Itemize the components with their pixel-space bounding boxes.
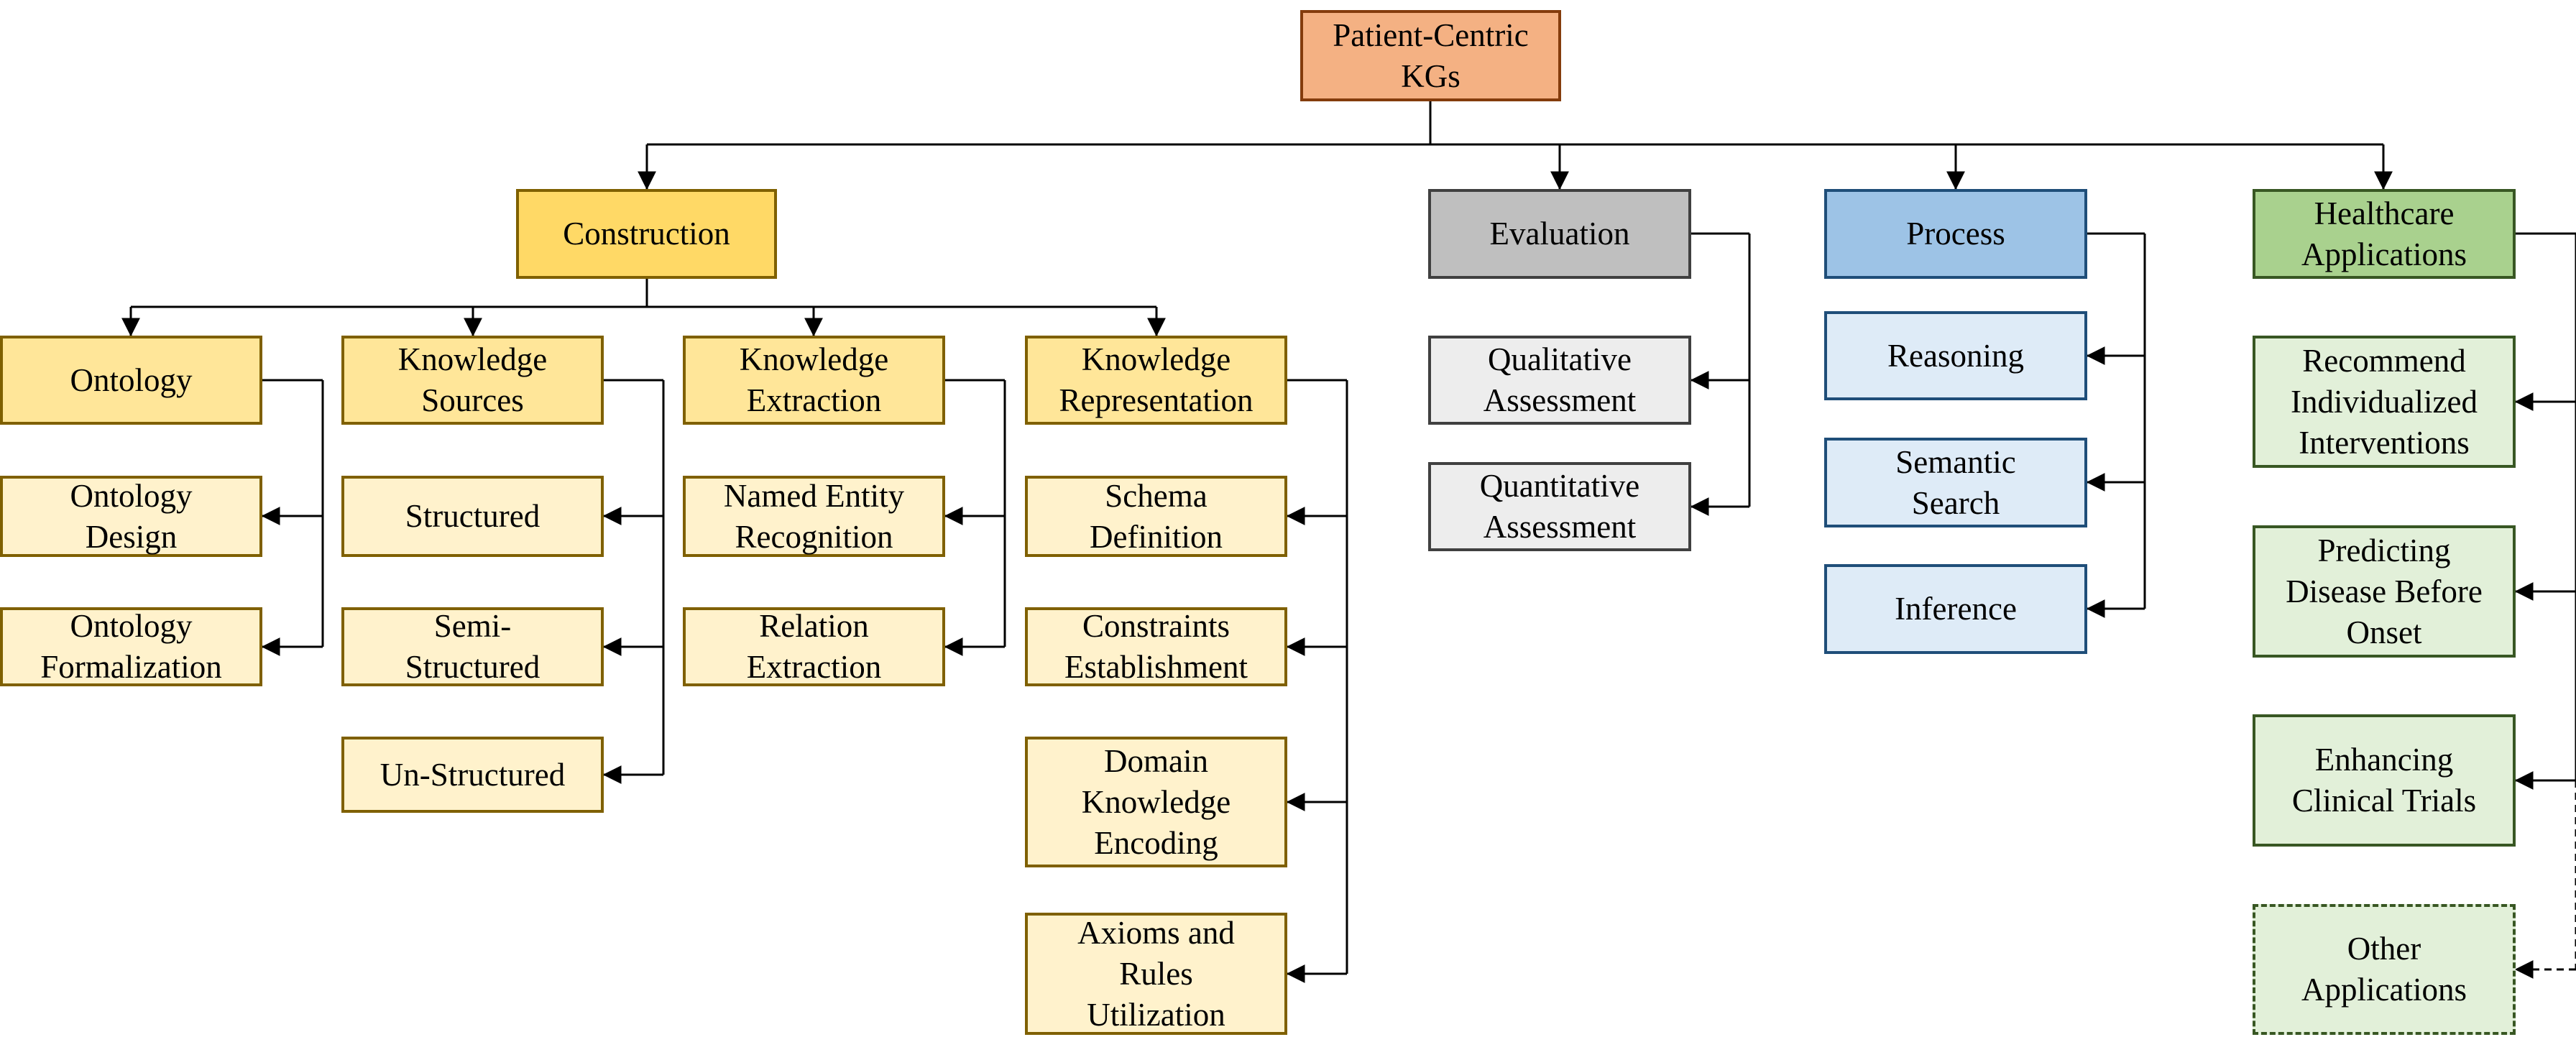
knowledge-extraction-node: Knowledge Extraction: [683, 336, 945, 425]
enhancing-clinical-trials-node: Enhancing Clinical Trials: [2253, 714, 2516, 847]
quantitative-assessment-node: Quantitative Assessment: [1428, 462, 1691, 551]
healthcare-applications-node: Healthcare Applications: [2253, 189, 2516, 279]
un-structured-node: Un-Structured: [341, 737, 604, 813]
predicting-disease-node: Predicting Disease Before Onset: [2253, 525, 2516, 658]
semantic-search-node: Semantic Search: [1824, 438, 2087, 527]
construction-node: Construction: [516, 189, 777, 279]
process-node: Process: [1824, 189, 2087, 279]
relation-extraction-node: Relation Extraction: [683, 607, 945, 686]
axioms-rules-utilization-node: Axioms and Rules Utilization: [1025, 913, 1287, 1035]
qualitative-assessment-node: Qualitative Assessment: [1428, 336, 1691, 425]
ontology-formalization-node: Ontology Formalization: [0, 607, 262, 686]
inference-node: Inference: [1824, 564, 2087, 654]
ontology-node: Ontology: [0, 336, 262, 425]
schema-definition-node: Schema Definition: [1025, 476, 1287, 557]
constraints-establishment-node: Constraints Establishment: [1025, 607, 1287, 686]
ontology-design-node: Ontology Design: [0, 476, 262, 557]
structured-node: Structured: [341, 476, 604, 557]
reasoning-node: Reasoning: [1824, 311, 2087, 400]
other-applications-node: Other Applications: [2253, 904, 2516, 1035]
evaluation-node: Evaluation: [1428, 189, 1691, 279]
knowledge-representation-node: Knowledge Representation: [1025, 336, 1287, 425]
semi-structured-node: Semi- Structured: [341, 607, 604, 686]
domain-knowledge-encoding-node: Domain Knowledge Encoding: [1025, 737, 1287, 867]
root-node: Patient-Centric KGs: [1300, 10, 1561, 101]
named-entity-recognition-node: Named Entity Recognition: [683, 476, 945, 557]
recommend-interventions-node: Recommend Individualized Interventions: [2253, 336, 2516, 468]
knowledge-sources-node: Knowledge Sources: [341, 336, 604, 425]
